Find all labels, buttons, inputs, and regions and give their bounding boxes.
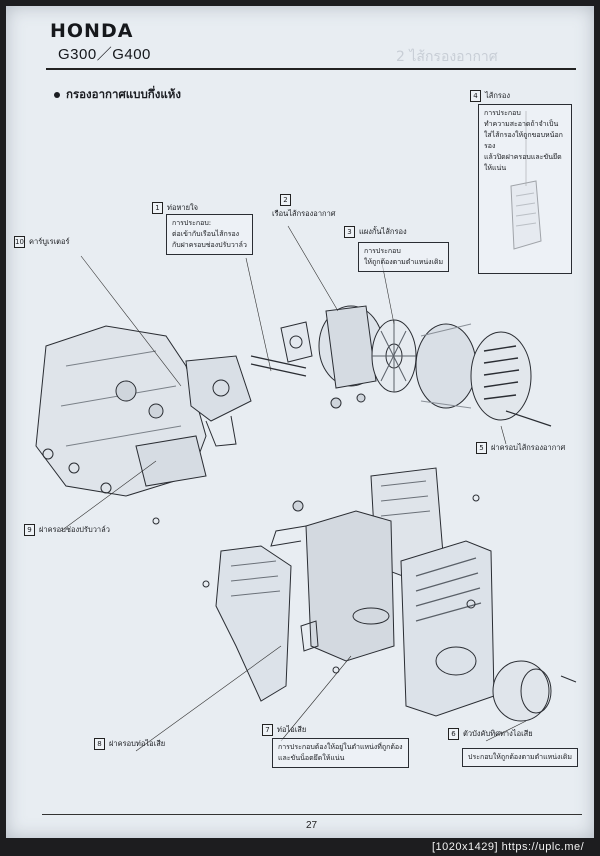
header-rule [46, 68, 576, 70]
note-muffler-assembly: การประกอบต้องให้อยู่ในตำแหน่งที่ถูกต้อง … [272, 738, 409, 768]
brand-logo: HONDA [50, 20, 134, 42]
callout-2-label: เรือนไส้กรองอากาศ [272, 209, 336, 218]
bullet-icon [54, 91, 60, 98]
model-name: G300／G400 [58, 46, 151, 63]
watermark-text: [1020x1429] https://uplc.me/ [432, 841, 585, 853]
note-element-panel: การประกอบ ทำความสะอาดถ้าจำเป็น ใส่ไส้กรอ… [478, 104, 572, 274]
callout-2-air-cleaner-case: 2 [280, 194, 295, 206]
exploded-diagram [35, 111, 577, 752]
bleed-through-text: 2 ไส้กรองอากาศ [396, 49, 498, 65]
footer-rule [42, 814, 582, 815]
manual-page: 2 ไส้กรองอากาศ HONDA G300／G400 กรองอากาศ… [6, 6, 594, 838]
note-breather-assembly: การประกอบ: ต่อเข้ากับเรือนไส้กรอง กับฝาค… [166, 214, 253, 255]
page-number: 27 [306, 820, 318, 831]
note-deflector-assembly: ประกอบให้ถูกต้องตามตำแหน่งเดิม [462, 748, 578, 767]
section-title: กรองอากาศแบบกึ่งแห้ง [54, 86, 181, 104]
note-separator-assembly: การประกอบ ให้ถูกต้องตามตำแหน่งเดิม [358, 242, 450, 272]
